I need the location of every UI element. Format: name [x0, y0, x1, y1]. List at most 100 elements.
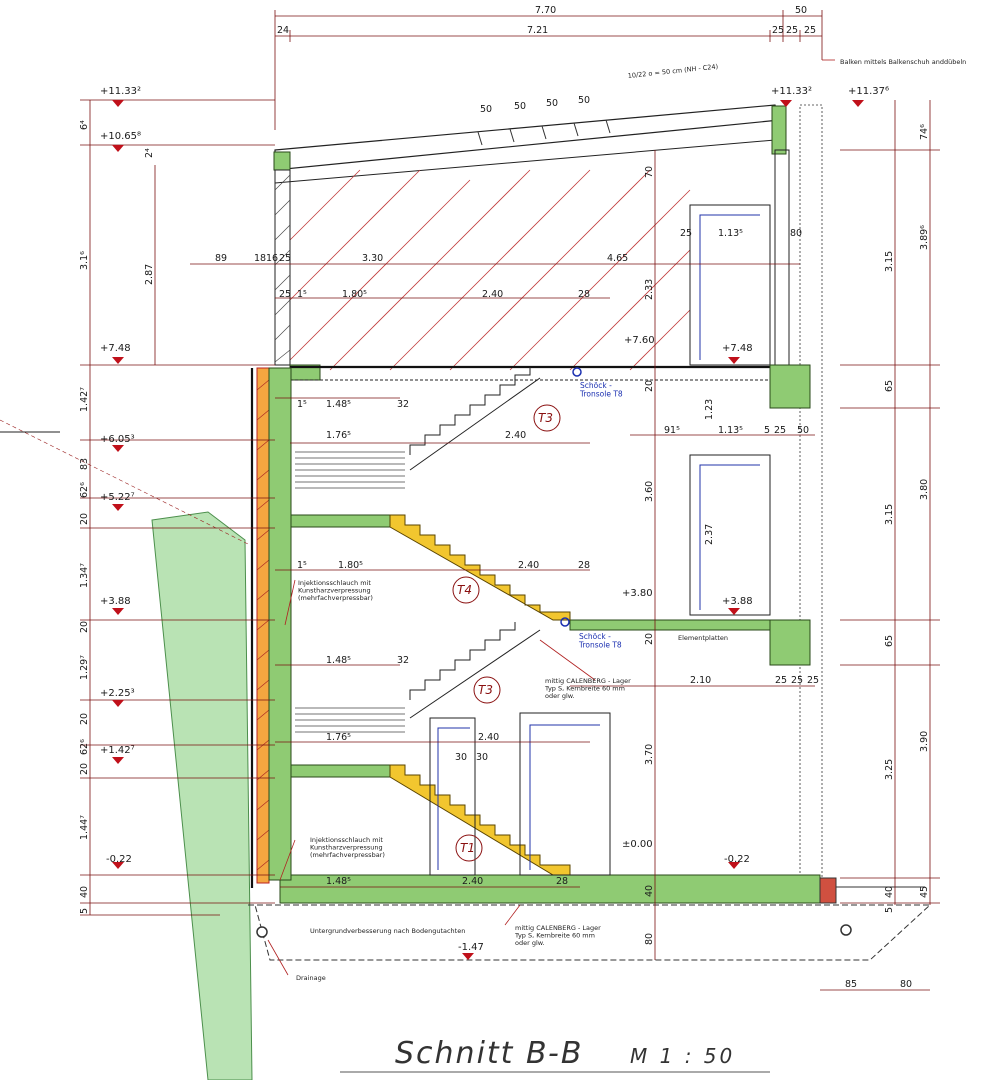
level-11-33-left: +11.33² [100, 86, 141, 97]
dim-1-485-s2: 1.48⁵ [326, 655, 351, 666]
dim-18: 18 [254, 253, 266, 264]
dim-4-65: 4.65 [607, 253, 628, 264]
level-11-37: +11.37⁶ [848, 86, 889, 97]
vdim-inner-6: 20 [644, 633, 655, 645]
level-0-00: ±0.00 [622, 839, 653, 850]
vdim-left-3: 2.87 [144, 264, 155, 285]
dim-25-c: 25 [804, 25, 816, 36]
dim-3-30: 3.30 [362, 253, 383, 264]
dim-25-b: 25 [786, 25, 798, 36]
vdim-left-9: 20 [79, 621, 90, 633]
vdim-inner-4: 3.60 [644, 481, 655, 502]
dim-915: 91⁵ [664, 425, 680, 436]
dim-1-485-s1: 1.48⁵ [326, 399, 351, 410]
note-beam: Balken mittels Balkenschuh anddübeln [840, 58, 966, 66]
landing-5-22 [289, 514, 391, 528]
dim-roof-50-1: 50 [480, 104, 492, 115]
vdim-inner-2: 20 [644, 380, 655, 392]
level-7-48-right: +7.48 [722, 343, 753, 354]
dim-roof-50-4: 50 [578, 95, 590, 106]
vdim-right-8: 3.25 [884, 759, 895, 780]
vdim-inner-5: 2.37 [704, 524, 715, 545]
dim-80-a: 80 [790, 228, 802, 239]
level-6-05: +6.05³ [100, 434, 135, 445]
dim-25-a: 25 [772, 25, 784, 36]
dim-85: 85 [845, 979, 857, 990]
dim-28-u: 28 [578, 289, 590, 300]
vdim-left-2: 3.1⁶ [79, 251, 90, 270]
roof-slab [274, 104, 781, 171]
dim-50-top: 50 [795, 5, 807, 16]
ground-slab [279, 874, 821, 904]
dim-15-mid: 1⁵ [297, 560, 307, 571]
dim-25-u: 25 [279, 253, 291, 264]
dim-roof-50-3: 50 [546, 98, 558, 109]
note-schoeck-lower: Schöck -Tronsole T8 [578, 632, 622, 650]
dim-25-l3: 25 [807, 675, 819, 686]
dim-15-s1: 1⁵ [297, 399, 307, 410]
dim-25-l2: 25 [791, 675, 803, 686]
dim-2-10: 2.10 [690, 675, 711, 686]
dim-2-40-s1: 2.40 [505, 430, 526, 441]
vdim-right-2: 3.15 [884, 251, 895, 272]
level-7-60: +7.60 [624, 335, 655, 346]
dim-32-s1: 32 [397, 399, 409, 410]
note-schoeck-upper: Schöck -Tronsole T8 [579, 381, 623, 399]
vdim-inner-3: 1.23 [704, 399, 715, 420]
dim-2-40-b: 2.40 [462, 876, 483, 887]
landing-1-42 [289, 764, 391, 778]
dim-2-40-s2: 2.40 [478, 732, 499, 743]
note-drainage: Drainage [296, 974, 326, 982]
level-minus-1-47: -1.47 [458, 942, 484, 953]
level-2-25: +2.25³ [100, 688, 135, 699]
stair-flight-t1 [389, 764, 571, 876]
tag-t1: T1 [460, 841, 475, 855]
level-minus-0-22-left: -0.22 [106, 854, 132, 865]
dim-1-765-s1: 1.76⁵ [326, 430, 351, 441]
roof-edge-right [771, 105, 787, 155]
dim-25-l1: 25 [775, 675, 787, 686]
vdim-right-6: 65 [884, 635, 895, 647]
tag-t3-lower: T3 [478, 683, 493, 697]
vdim-right-3: 65 [884, 380, 895, 392]
vdim-inner-7: 3.70 [644, 744, 655, 765]
dim-25-s1: 25 [774, 425, 786, 436]
dim-80-base: 80 [900, 979, 912, 990]
level-3-88-right: +3.88 [722, 596, 753, 607]
vdim-inner-0: 70 [644, 166, 655, 178]
dim-15-u2: 1⁵ [297, 289, 307, 300]
vdim-left-16: 5 [79, 908, 90, 914]
vdim-left-0: 6⁴ [79, 120, 90, 130]
tag-t3-upper: T3 [538, 411, 553, 425]
vdim-left-8: 1.34⁷ [79, 563, 90, 588]
dim-1-765-s2: 1.76⁵ [326, 732, 351, 743]
dim-1-805-u: 1.80⁵ [342, 289, 367, 300]
dim-32-s2: 32 [397, 655, 409, 666]
dim-24: 24 [277, 25, 289, 36]
vdim-left-6: 62⁶ [79, 482, 90, 498]
dim-1-485-b: 1.48⁵ [326, 876, 351, 887]
note-soil: Untergrundverbesserung nach Bodengutacht… [310, 927, 465, 935]
soil-ground-strip [151, 511, 253, 1080]
vdim-right-4: 3.80 [919, 479, 930, 500]
level-10-65: +10.65⁸ [100, 131, 141, 142]
dim-30-a: 30 [455, 752, 467, 763]
vdim-left-15: 40 [79, 886, 90, 898]
basement-wall [268, 367, 292, 881]
level-5-22: +5.22⁷ [100, 492, 135, 503]
vdim-right-5: 3.15 [884, 504, 895, 525]
vdim-right-1: 3.89⁶ [919, 225, 930, 250]
vdim-right-10: 45 [919, 886, 930, 898]
level-3-80: +3.80 [622, 588, 653, 599]
slab-3-88-right [769, 619, 811, 666]
vdim-left-14: 1.44⁷ [79, 815, 90, 840]
dim-1-135-a: 1.13⁵ [718, 228, 743, 239]
vdim-right-7: 3.90 [919, 731, 930, 752]
note-elementplatten: Elementplatten [678, 634, 728, 642]
roof-edge-left [273, 151, 291, 171]
dim-5: 5 [764, 425, 770, 436]
slab-7-48-right [769, 364, 811, 409]
dim-7-21: 7.21 [527, 25, 548, 36]
